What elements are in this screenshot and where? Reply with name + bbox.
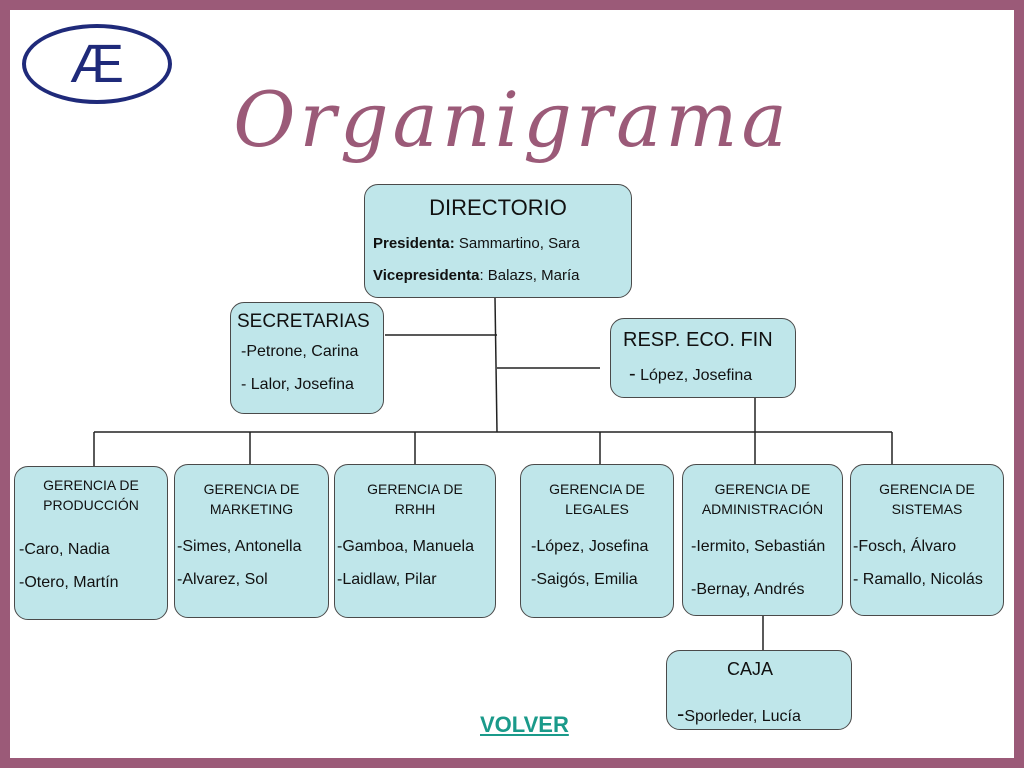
presidenta-line: Presidenta: Sammartino, Sara bbox=[373, 235, 580, 252]
gerencia-member: -Gamboa, Manuela bbox=[337, 538, 474, 555]
gerencia-member: -Alvarez, Sol bbox=[177, 571, 268, 588]
secretarias-member: -Petrone, Carina bbox=[241, 343, 359, 360]
gerencia-legales-box: GERENCIA DE LEGALES -López, Josefina -Sa… bbox=[520, 464, 674, 618]
gerencia-title: GERENCIA DE SISTEMAS bbox=[879, 481, 975, 517]
gerencia-member: -López, Josefina bbox=[531, 538, 649, 555]
gerencia-member: -Caro, Nadia bbox=[19, 541, 110, 558]
gerencia-produccion-box: GERENCIA DE PRODUCCIÓN -Caro, Nadia -Ote… bbox=[14, 466, 168, 620]
vicepresidenta-label: Vicepresidenta bbox=[373, 267, 480, 284]
directorio-box: DIRECTORIO Presidenta: Sammartino, Sara … bbox=[364, 184, 632, 298]
caja-dash: - bbox=[677, 701, 685, 726]
presidenta-name: Sammartino, Sara bbox=[454, 235, 580, 252]
gerencia-member: -Fosch, Álvaro bbox=[853, 538, 957, 555]
gerencia-title: GERENCIA DE LEGALES bbox=[549, 481, 645, 517]
gerencia-member: -Otero, Martín bbox=[19, 574, 119, 591]
gerencia-title: GERENCIA DE RRHH bbox=[367, 481, 463, 517]
gerencia-member: -Simes, Antonella bbox=[177, 538, 302, 555]
gerencia-member: -Bernay, Andrés bbox=[691, 581, 805, 598]
secretarias-box: SECRETARIAS -Petrone, Carina - Lalor, Jo… bbox=[230, 302, 384, 414]
volver-link[interactable]: VOLVER bbox=[480, 712, 569, 737]
gerencia-title: GERENCIA DE MARKETING bbox=[203, 481, 300, 517]
vicepresidenta-line: Vicepresidenta: Balazs, María bbox=[373, 267, 580, 284]
gerencia-member: -Saigós, Emilia bbox=[531, 571, 638, 588]
gerencia-member: -Iermito, Sebastián bbox=[691, 538, 826, 555]
company-logo: Æ bbox=[22, 24, 172, 104]
presidenta-label: Presidenta: bbox=[373, 235, 455, 252]
gerencia-administracion-box: GERENCIA DE ADMINISTRACIÓN -Iermito, Seb… bbox=[682, 464, 843, 616]
slide: Æ Organigrama DIRECTORIO Presidenta: Sa bbox=[10, 10, 1014, 758]
logo-text: Æ bbox=[70, 34, 124, 94]
gerencia-title: GERENCIA DE ADMINISTRACIÓN bbox=[701, 481, 824, 517]
secretarias-title: SECRETARIAS bbox=[237, 311, 370, 332]
resp-eco-fin-member-line: - López, Josefina bbox=[629, 363, 752, 386]
gerencia-sistemas-box: GERENCIA DE SISTEMAS -Fosch, Álvaro - Ra… bbox=[850, 464, 1004, 616]
gerencia-member: -Laidlaw, Pilar bbox=[337, 571, 437, 588]
gerencia-title: GERENCIA DE PRODUCCIÓN bbox=[43, 477, 139, 513]
secretarias-member: - Lalor, Josefina bbox=[241, 376, 354, 393]
resp-eco-fin-title: RESP. ECO. FIN bbox=[623, 329, 773, 351]
directorio-title: DIRECTORIO bbox=[429, 195, 567, 220]
resp-eco-fin-box: RESP. ECO. FIN - López, Josefina bbox=[610, 318, 796, 398]
vicepresidenta-name: : Balazs, María bbox=[479, 267, 580, 284]
gerencia-rrhh-box: GERENCIA DE RRHH -Gamboa, Manuela -Laidl… bbox=[334, 464, 496, 618]
caja-member: Sporleder, Lucía bbox=[684, 708, 801, 725]
gerencia-marketing-box: GERENCIA DE MARKETING -Simes, Antonella … bbox=[174, 464, 329, 618]
caja-member-line: -Sporleder, Lucía bbox=[677, 701, 801, 727]
resp-eco-fin-dash: - bbox=[629, 363, 636, 385]
caja-box: CAJA -Sporleder, Lucía bbox=[666, 650, 852, 730]
caja-title: CAJA bbox=[727, 659, 774, 679]
page-title: Organigrama bbox=[233, 75, 791, 164]
gerencia-member: - Ramallo, Nicolás bbox=[853, 571, 983, 588]
resp-eco-fin-member: López, Josefina bbox=[640, 367, 753, 384]
